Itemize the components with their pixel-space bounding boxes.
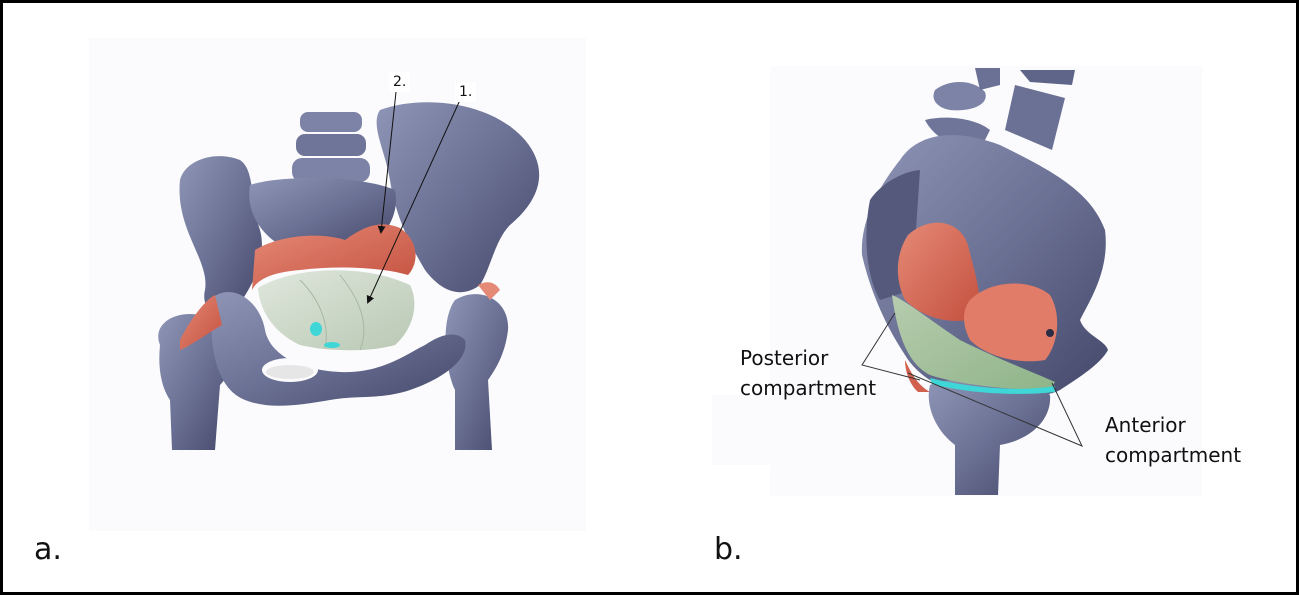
panel-b-caption: b.	[714, 532, 743, 567]
pelvic-muscles-lateral	[897, 222, 1058, 362]
label-number-1: 1.	[455, 82, 477, 102]
leader-line-posterior	[861, 312, 921, 381]
leader-line-1	[366, 99, 461, 304]
label-posterior-line2: compartment	[740, 376, 877, 400]
leader-line-2	[377, 91, 397, 234]
pelvic-floor-compartment	[892, 295, 1055, 394]
panel-a-caption: a.	[34, 532, 62, 567]
pelvic-muscle-red	[180, 224, 500, 350]
panel-b-background-extension	[712, 395, 772, 465]
label-posterior-compartment: Posterior compartment	[740, 343, 876, 403]
right-femur	[445, 294, 509, 450]
label-anterior-line1: Anterior	[1105, 413, 1186, 437]
pelvic-ring	[210, 291, 466, 406]
leader-line-anterior	[907, 372, 1084, 447]
right-ilium	[376, 102, 540, 293]
label-posterior-line1: Posterior	[740, 346, 829, 370]
femur-lateral	[928, 379, 1051, 495]
label-number-2: 2.	[389, 72, 411, 92]
annotation-leader-lines	[861, 312, 1084, 447]
left-ilium	[179, 156, 262, 317]
label-anterior-compartment: Anterior compartment	[1105, 410, 1241, 470]
label-anterior-line2: compartment	[1105, 443, 1242, 467]
pelvic-membrane	[258, 270, 415, 351]
